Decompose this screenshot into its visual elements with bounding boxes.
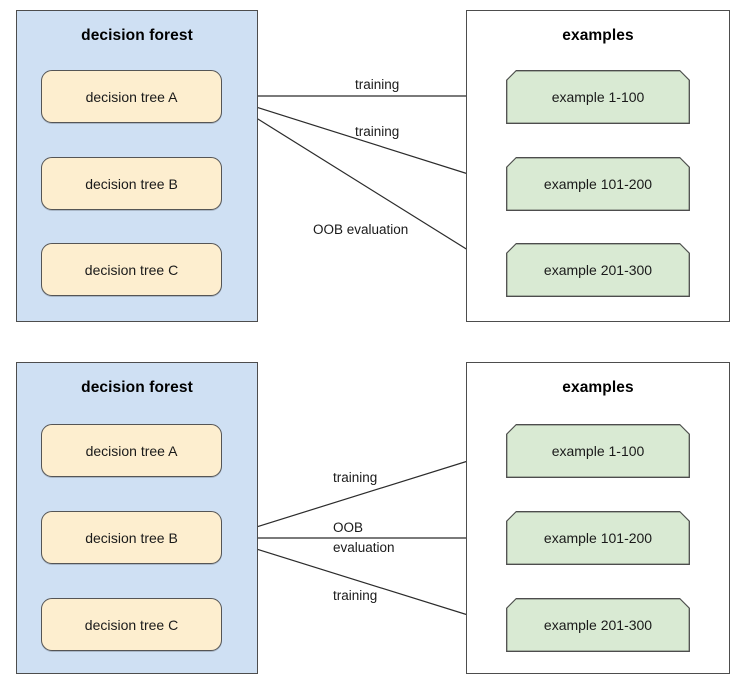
example-box-1[interactable]: example 1-100 — [506, 424, 690, 478]
edge-label-oob-evaluation: OOB evaluation — [313, 222, 409, 237]
example-box-2[interactable]: example 101-200 — [506, 511, 690, 565]
edge-label-oob-line1: OOB — [333, 520, 364, 535]
example-box-label: example 1-100 — [551, 89, 645, 105]
example-box-label: example 101-200 — [543, 176, 653, 192]
tree-box-label: decision tree C — [84, 261, 179, 278]
tree-box-a[interactable]: decision tree A — [41, 424, 222, 477]
tree-box-label: decision tree B — [85, 175, 178, 192]
diagram-bottom: decision forest decision tree A decision… — [0, 350, 737, 685]
example-box-label: example 201-300 — [543, 262, 653, 278]
examples-panel-title: examples — [562, 379, 634, 396]
edge-label-oob-line2: evaluation — [333, 540, 395, 555]
edge-label-training-2: training — [355, 124, 400, 139]
example-box-3[interactable]: example 201-300 — [506, 598, 690, 652]
example-box-3[interactable]: example 201-300 — [506, 243, 690, 297]
forest-panel-title: decision forest — [81, 379, 193, 396]
tree-box-label: decision tree A — [85, 88, 178, 105]
example-box-label: example 101-200 — [543, 530, 653, 546]
forest-panel-title: decision forest — [81, 27, 193, 44]
tree-box-a[interactable]: decision tree A — [41, 70, 222, 123]
tree-box-label: decision tree A — [85, 442, 178, 459]
edge-label-training-2: training — [333, 588, 378, 603]
tree-box-b[interactable]: decision tree B — [41, 511, 222, 564]
arrow-training-2 — [220, 95, 501, 185]
tree-box-c[interactable]: decision tree C — [41, 243, 222, 296]
tree-box-label: decision tree B — [85, 529, 178, 546]
tree-box-label: decision tree C — [84, 616, 179, 633]
arrow-oob-evaluation — [220, 95, 501, 271]
edge-label-training-1: training — [333, 470, 378, 485]
example-box-2[interactable]: example 101-200 — [506, 157, 690, 211]
example-box-1[interactable]: example 1-100 — [506, 70, 690, 124]
example-box-label: example 201-300 — [543, 617, 653, 633]
tree-box-b[interactable]: decision tree B — [41, 157, 222, 210]
edge-label-training-1: training — [355, 77, 400, 92]
example-box-label: example 1-100 — [551, 443, 645, 459]
diagram-top: decision forest decision tree A decision… — [0, 0, 737, 342]
examples-panel-title: examples — [562, 27, 634, 44]
tree-box-c[interactable]: decision tree C — [41, 598, 222, 651]
